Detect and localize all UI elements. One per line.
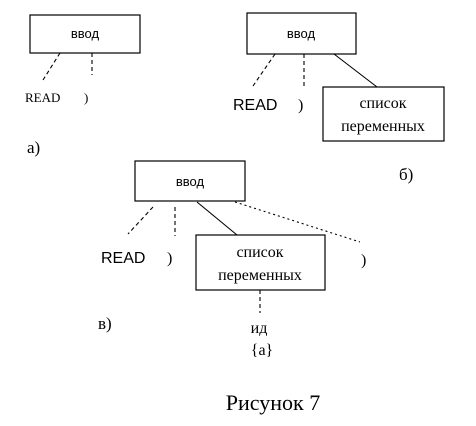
tree-c-list-box (195, 234, 326, 291)
tree-c-edge-extra-paren (234, 201, 361, 243)
tree-c-root-box (134, 160, 246, 202)
tree-c-sub-leaf: ид (251, 320, 268, 337)
tree-b-leaf-paren: ) (298, 97, 303, 114)
tree-a-leaf-read: READ (25, 90, 60, 105)
tree-c-list-line2: переменных (218, 267, 302, 284)
tree-c-edge-read (127, 206, 154, 235)
tree-b-list-line1: список (359, 95, 406, 112)
tree-c-leaf-read: READ (101, 250, 145, 267)
tree-b-label: б) (399, 165, 413, 184)
tree-b-leaf-read: READ (233, 97, 277, 114)
tree-b-edge-read (252, 53, 276, 87)
tree-b-root-label: ввод (287, 26, 316, 41)
tree-c: ввод READ ) список переменных ) ид {a} в… (98, 160, 366, 359)
tree-a-root-box (29, 14, 141, 54)
tree-a-edge-read (42, 52, 61, 81)
tree-a-leaf-paren: ) (84, 90, 88, 105)
tree-a-root-label: ввод (71, 26, 100, 41)
tree-b-root-box (246, 12, 357, 55)
tree-b-edge-list (333, 53, 378, 88)
tree-c-label: в) (98, 314, 112, 333)
tree-c-edge-list (196, 201, 238, 236)
tree-a: ввод READ ) а) (25, 14, 141, 157)
tree-c-extra-paren: ) (361, 252, 366, 269)
tree-b-list-line2: переменных (341, 118, 425, 135)
tree-b-list-box (322, 86, 445, 142)
tree-b: ввод READ ) список переменных б) (233, 12, 445, 184)
tree-a-label: а) (27, 138, 40, 157)
tree-c-list-line1: список (236, 244, 283, 261)
figure-caption: Рисунок 7 (226, 390, 320, 415)
tree-c-sub-leaf-value: {a} (251, 342, 273, 359)
tree-c-root-label: ввод (176, 174, 205, 189)
tree-c-leaf-paren: ) (167, 250, 172, 267)
